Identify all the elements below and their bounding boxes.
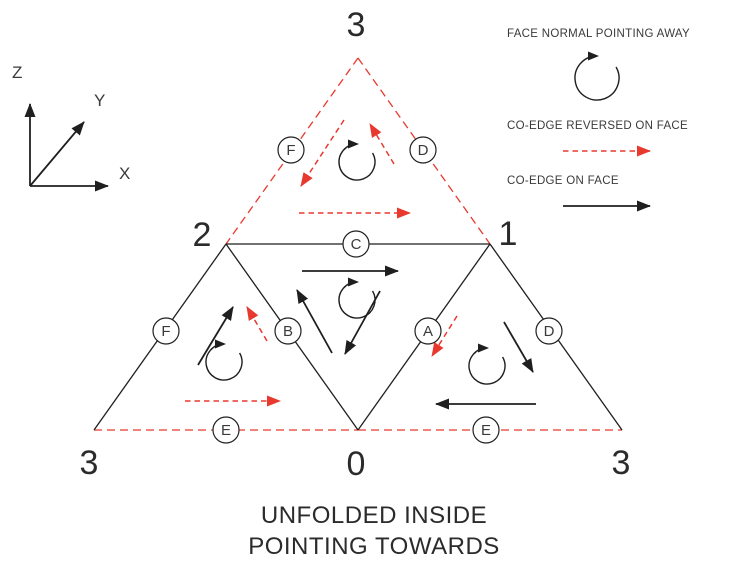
edge-label-B: B	[274, 317, 302, 345]
x-axis-label: X	[119, 164, 130, 183]
coordinate-axes: Z Y X	[12, 63, 130, 192]
face-normal-circular-arrow-icon	[574, 51, 620, 101]
unfolded-tetrahedron: 3 2 1 3 0 3 F D C F B A	[80, 6, 631, 483]
caption-line-1: UNFOLDED INSIDE	[261, 502, 487, 529]
edge-label-letter: F	[286, 142, 295, 159]
edge-label-letter: D	[418, 142, 429, 159]
caption-line-2: POINTING TOWARDS	[248, 533, 500, 560]
edge-label-letter: C	[351, 236, 362, 253]
edge-label-letter: E	[221, 422, 231, 439]
edge-label-circle	[409, 136, 437, 164]
y-axis-label: Y	[94, 91, 105, 110]
edge-label-circle	[535, 317, 563, 345]
legend-face-normal-label: FACE NORMAL POINTING AWAY	[507, 28, 690, 40]
center-face-coedge-A-arrow	[344, 290, 381, 355]
left-face-coedge-B-reversed-arrow	[246, 306, 268, 342]
left-face-coedge-F-arrow	[197, 306, 234, 366]
vertex-label-bottom-center: 0	[347, 445, 366, 483]
face-normal-arrow-top-face	[338, 139, 376, 181]
top-face-coedge-D-reversed-arrow	[369, 123, 395, 165]
edge-label-C: C	[342, 230, 370, 258]
vertex-label-top: 3	[347, 6, 366, 44]
center-face-coedge-B-arrow	[296, 289, 333, 354]
edge-label-circle	[152, 317, 180, 345]
edge-label-circle	[414, 317, 442, 345]
edge-label-letter: D	[544, 323, 555, 340]
edge-label-circle	[212, 416, 240, 444]
right-face-coedge-D-arrow	[503, 321, 534, 373]
edge-label-E-right: E	[472, 416, 500, 444]
top-face-coedge-F-reversed-arrow	[300, 119, 345, 187]
face-normal-arrow-left-face	[205, 339, 243, 381]
edge-label-D-right: D	[535, 317, 563, 345]
edge-label-circle	[274, 317, 302, 345]
y-axis-arrow	[29, 121, 85, 187]
vertex-label-bottom-left: 3	[80, 444, 99, 482]
edge-label-letter: F	[161, 323, 170, 340]
edge-label-letter: A	[423, 323, 433, 340]
vertex-label-mid-right: 1	[499, 215, 518, 253]
edge-label-letter: E	[481, 422, 491, 439]
face-normal-arrow-center-face	[338, 277, 376, 319]
edge-label-circle	[277, 136, 305, 164]
right-face-coedge-A-reversed-arrow	[431, 315, 458, 357]
legend-coedge-label: CO-EDGE ON FACE	[507, 175, 619, 187]
edge-label-F-top: F	[277, 136, 305, 164]
edge-label-circle	[472, 416, 500, 444]
edge-label-A: A	[414, 317, 442, 345]
edge-label-D-top: D	[409, 136, 437, 164]
z-axis-label: Z	[12, 63, 22, 82]
edge-label-E-left: E	[212, 416, 240, 444]
face-normal-arrow-right-face	[468, 343, 506, 385]
vertex-label-bottom-right: 3	[612, 444, 631, 482]
vertex-label-mid-left: 2	[193, 216, 212, 254]
caption: UNFOLDED INSIDE POINTING TOWARDS	[248, 502, 500, 560]
edge-label-letter: B	[283, 323, 293, 340]
edge-label-F-left: F	[152, 317, 180, 345]
legend: FACE NORMAL POINTING AWAY CO-EDGE REVERS…	[507, 28, 690, 212]
edge-label-circle	[342, 230, 370, 258]
legend-coedge-reversed-label: CO-EDGE REVERSED ON FACE	[507, 120, 688, 132]
